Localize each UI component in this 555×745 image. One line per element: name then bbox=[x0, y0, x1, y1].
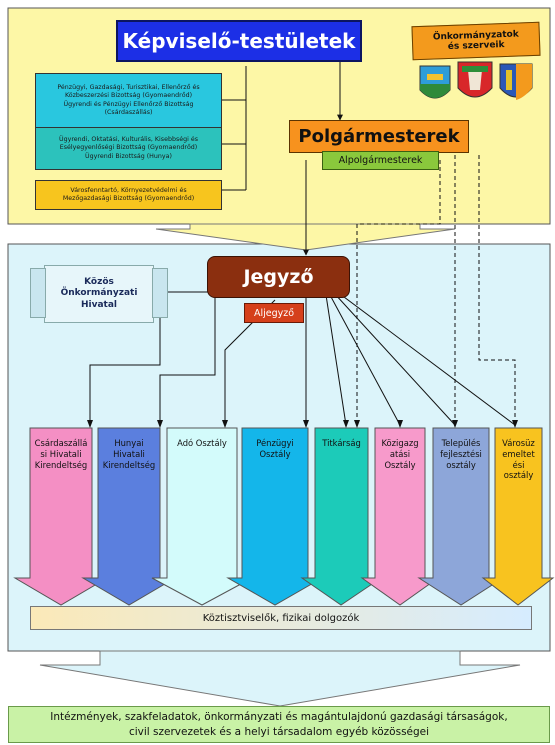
dept-arrow-kozigazgatasi bbox=[360, 427, 440, 606]
region-arrow-bottom bbox=[39, 650, 521, 707]
institutions-label: Intézmények, szakfeladatok, önkormányzat… bbox=[50, 710, 508, 738]
dept-arrow-titkarsag bbox=[300, 427, 383, 606]
employees-bar: Köztisztviselők, fizikai dolgozók bbox=[30, 606, 532, 630]
joint-office-ribbon-right bbox=[152, 268, 168, 318]
joint-office-ribbon-left bbox=[30, 268, 46, 318]
deputy-mayors-box: Alpolgármesterek bbox=[322, 151, 439, 170]
dept-label-hunya: Hunyai Hivatali Kirendeltség bbox=[102, 438, 156, 470]
dept-arrow-csardaszallas bbox=[13, 427, 109, 606]
council-title-box: Képviselő-testületek bbox=[116, 20, 362, 62]
coat-of-arms-csardaszallas-icon bbox=[499, 63, 533, 100]
dept-label-titkarsag: Titkárság bbox=[322, 438, 361, 448]
dept-label-ado: Adó Osztály bbox=[177, 438, 227, 448]
deputy-notary-box: Aljegyző bbox=[244, 303, 304, 323]
dashed-connectors bbox=[356, 155, 516, 425]
notary-label: Jegyző bbox=[243, 266, 314, 288]
committee-connectors bbox=[216, 66, 247, 193]
local-government-banner: Önkormányzatok és szerveik bbox=[411, 21, 541, 61]
dept-label-kozigazgatasi: Közigazg atási Osztály bbox=[381, 438, 419, 470]
institutions-box: Intézmények, szakfeladatok, önkormányzat… bbox=[8, 706, 550, 743]
deputy-mayors-label: Alpolgármesterek bbox=[338, 155, 423, 166]
dept-label-csardaszallas: Csárdaszállá si Hivatali Kirendeltség bbox=[34, 438, 88, 470]
committee-text: Városfenntartó, Környezetvédelmi és Mező… bbox=[62, 186, 195, 202]
dept-arrow-varosuzemeltetesi bbox=[481, 427, 555, 606]
notary-box: Jegyző bbox=[207, 256, 350, 298]
dept-arrow-ado bbox=[151, 427, 253, 606]
committee-text: Pénzügyi, Gazdasági, Turisztikai, Ellenő… bbox=[57, 83, 200, 116]
department-arrowheads bbox=[87, 420, 403, 428]
dept-arrow-telepules bbox=[417, 427, 505, 606]
dept-arrow-hunya bbox=[81, 427, 177, 606]
dept-label-varosuzemeltetesi: Városüz emeltet ési osztály bbox=[502, 438, 535, 481]
mayors-label: Polgármesterek bbox=[298, 126, 460, 147]
joint-office-label: Közös Önkormányzati Hivatal bbox=[60, 277, 138, 310]
mayors-box: Polgármesterek bbox=[289, 120, 469, 153]
committee-box-education: Ügyrendi, Oktatási, Kulturális, Kisebbsé… bbox=[35, 127, 222, 170]
committee-text: Ügyrendi, Oktatási, Kulturális, Kisebbsé… bbox=[58, 136, 199, 160]
committee-box-city-maintenance: Városfenntartó, Környezetvédelmi és Mező… bbox=[35, 180, 222, 210]
joint-office-banner: Közös Önkormányzati Hivatal bbox=[44, 265, 154, 323]
council-title: Képviselő-testületek bbox=[122, 29, 356, 53]
dept-label-penzugyi: Pénzügyi Osztály bbox=[256, 438, 294, 459]
coat-of-arms-gyomaendrod-icon bbox=[419, 65, 451, 99]
coat-of-arms-hunya-icon bbox=[457, 61, 493, 98]
dashed-arrowheads bbox=[354, 420, 518, 428]
employees-label: Köztisztviselők, fizikai dolgozók bbox=[202, 612, 360, 624]
dept-arrow-penzugyi bbox=[226, 427, 324, 606]
deputy-notary-label: Aljegyző bbox=[253, 307, 295, 319]
department-arrows bbox=[13, 427, 555, 606]
dept-label-telepules: Település fejlesztési osztály bbox=[440, 438, 482, 470]
committee-box-financial: Pénzügyi, Gazdasági, Turisztikai, Ellenő… bbox=[35, 73, 222, 128]
local-government-label: Önkormányzatok és szerveik bbox=[432, 29, 519, 52]
